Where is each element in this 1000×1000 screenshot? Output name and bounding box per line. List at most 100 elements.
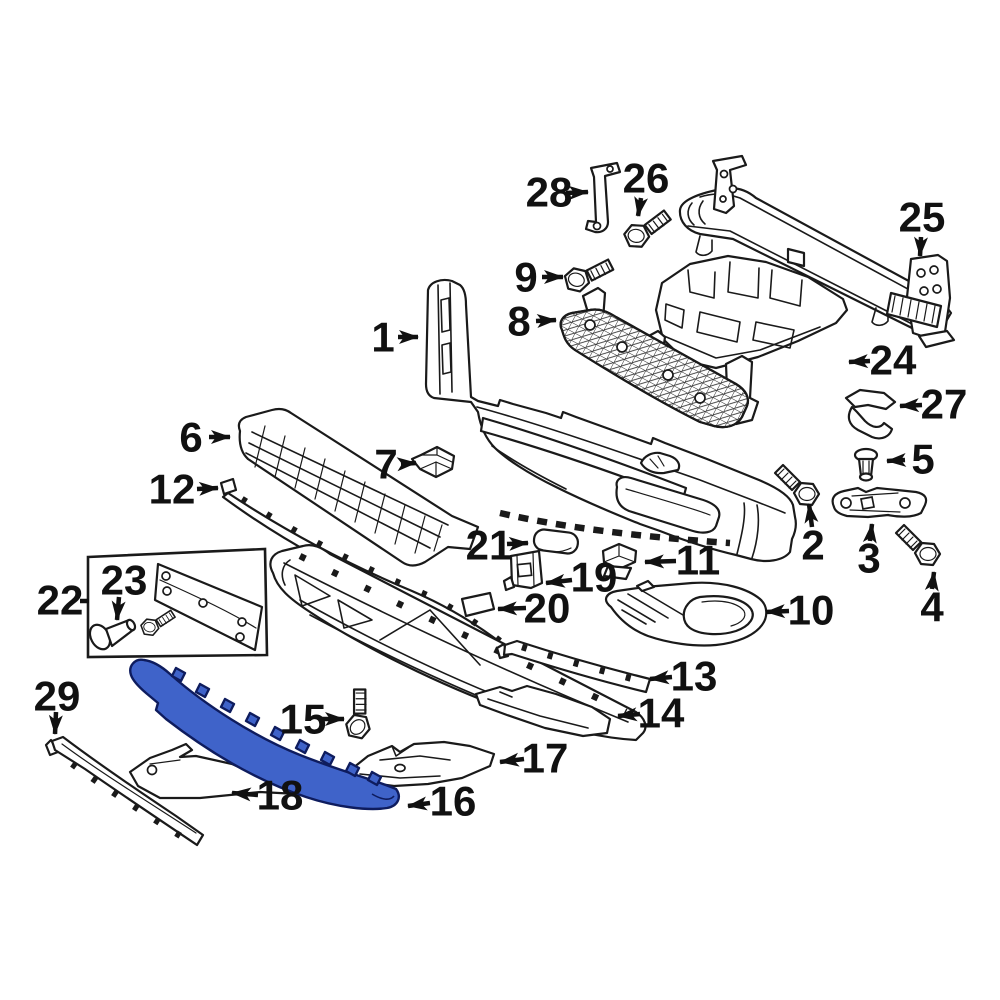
callout-13: 13 bbox=[649, 653, 718, 700]
callout-28: 28 bbox=[526, 169, 589, 216]
part-15-bolt bbox=[327, 682, 390, 745]
callout-26: 26 bbox=[623, 155, 670, 217]
callout-19: 19 bbox=[545, 554, 618, 601]
callout-12-label: 12 bbox=[149, 466, 196, 513]
callout-13-arrow bbox=[649, 670, 673, 685]
part-27-clip bbox=[844, 388, 897, 440]
part-26-bolt bbox=[621, 204, 673, 253]
part-14-lower-lip bbox=[474, 684, 612, 738]
callout-29-arrow bbox=[48, 711, 63, 735]
part-19-bracket bbox=[502, 549, 544, 592]
part-10-fog-lamp-trim bbox=[604, 579, 768, 647]
callout-7-arrow bbox=[396, 457, 417, 472]
callout-25-label: 25 bbox=[899, 194, 946, 241]
callout-23: 23 bbox=[101, 557, 148, 621]
callout-11-label: 11 bbox=[676, 537, 720, 584]
part-23-fasteners bbox=[88, 604, 178, 651]
callout-2: 2 bbox=[801, 503, 825, 569]
part-5-push-clip bbox=[853, 447, 879, 482]
callout-10-arrow bbox=[765, 604, 790, 619]
part-4-bolt bbox=[894, 523, 942, 567]
callout-2-arrow bbox=[804, 503, 819, 528]
callout-28-label: 28 bbox=[526, 169, 573, 216]
callout-3: 3 bbox=[857, 523, 881, 582]
callout-23-arrow bbox=[111, 596, 126, 621]
callout-29: 29 bbox=[34, 673, 81, 735]
callout-10: 10 bbox=[765, 587, 835, 634]
callout-6: 6 bbox=[179, 414, 231, 461]
callout-25: 25 bbox=[899, 194, 946, 257]
callout-3-arrow bbox=[862, 523, 877, 544]
callout-7: 7 bbox=[374, 441, 417, 488]
callout-21-label: 21 bbox=[466, 522, 513, 569]
callout-2-label: 2 bbox=[801, 522, 824, 569]
callout-24-arrow bbox=[848, 354, 871, 369]
callout-9-label: 9 bbox=[514, 254, 537, 301]
callout-19-arrow bbox=[545, 573, 573, 588]
callout-12-arrow bbox=[196, 481, 219, 496]
callout-9: 9 bbox=[514, 254, 564, 301]
callout-27-arrow bbox=[899, 398, 923, 413]
part-20-plate bbox=[460, 591, 496, 618]
part-11-clip bbox=[601, 542, 638, 581]
callout-21: 21 bbox=[466, 522, 529, 569]
callout-6-label: 6 bbox=[179, 414, 202, 461]
callout-26-arrow bbox=[634, 196, 649, 217]
part-22-hardware-kit bbox=[86, 547, 269, 659]
callouts: 1 2 3 4 5 6 7 8 9 10 11 12 13 14 15 16 1… bbox=[34, 155, 968, 825]
callout-19-label: 19 bbox=[571, 554, 618, 601]
callout-12: 12 bbox=[149, 466, 219, 513]
part-8-upper-grille bbox=[559, 286, 760, 429]
callout-25-arrow bbox=[914, 236, 928, 257]
callout-24: 24 bbox=[848, 337, 917, 384]
callout-22-label: 22 bbox=[37, 577, 84, 624]
callout-27: 27 bbox=[899, 381, 967, 428]
part-21-washer-cover bbox=[532, 528, 580, 555]
callout-11: 11 bbox=[644, 537, 720, 584]
callout-23-label: 23 bbox=[101, 557, 148, 604]
callout-14-label: 14 bbox=[638, 690, 685, 737]
callout-14: 14 bbox=[617, 690, 685, 737]
part-28-bracket bbox=[584, 161, 622, 234]
callout-4-label: 4 bbox=[920, 584, 944, 631]
callout-18-label: 18 bbox=[257, 772, 304, 819]
callout-18: 18 bbox=[231, 772, 304, 819]
callout-16-label: 16 bbox=[430, 778, 477, 825]
callout-8: 8 bbox=[507, 298, 557, 345]
callout-8-arrow bbox=[535, 313, 557, 328]
callout-18-arrow bbox=[231, 787, 259, 802]
callout-11-arrow bbox=[644, 554, 677, 569]
part-25-impact-bar-bracket bbox=[885, 253, 956, 349]
callout-22: 22 bbox=[37, 577, 89, 624]
callout-29-label: 29 bbox=[34, 673, 81, 720]
callout-4: 4 bbox=[920, 571, 944, 631]
part-1-bumper-cover bbox=[424, 278, 797, 563]
callout-17: 17 bbox=[499, 735, 569, 782]
callout-10-label: 10 bbox=[788, 587, 835, 634]
part-24-absorber bbox=[654, 254, 849, 370]
callout-1-label: 1 bbox=[371, 314, 394, 361]
callout-1: 1 bbox=[371, 314, 419, 361]
part-13-trim-strip bbox=[495, 639, 652, 694]
callout-17-label: 17 bbox=[522, 735, 569, 782]
callout-4-arrow bbox=[924, 571, 939, 592]
callout-16-arrow bbox=[407, 796, 431, 811]
callout-26-label: 26 bbox=[623, 155, 670, 202]
part-7-clip bbox=[410, 445, 456, 479]
part-18-deflector bbox=[128, 742, 300, 800]
callout-21-arrow bbox=[506, 536, 529, 551]
callout-5-label: 5 bbox=[911, 436, 934, 483]
callout-3-label: 3 bbox=[857, 535, 880, 582]
impact-bar bbox=[678, 154, 953, 335]
callout-5-arrow bbox=[886, 452, 907, 467]
callout-15-label: 15 bbox=[280, 696, 327, 743]
callout-13-label: 13 bbox=[671, 653, 718, 700]
callout-7-label: 7 bbox=[374, 441, 397, 488]
callout-17-arrow bbox=[499, 752, 525, 767]
callout-16: 16 bbox=[407, 778, 477, 825]
callout-5: 5 bbox=[886, 436, 935, 483]
callout-8-label: 8 bbox=[507, 298, 530, 345]
part-16-front-spoiler-highlighted bbox=[129, 658, 400, 811]
callout-14-arrow bbox=[617, 707, 641, 722]
